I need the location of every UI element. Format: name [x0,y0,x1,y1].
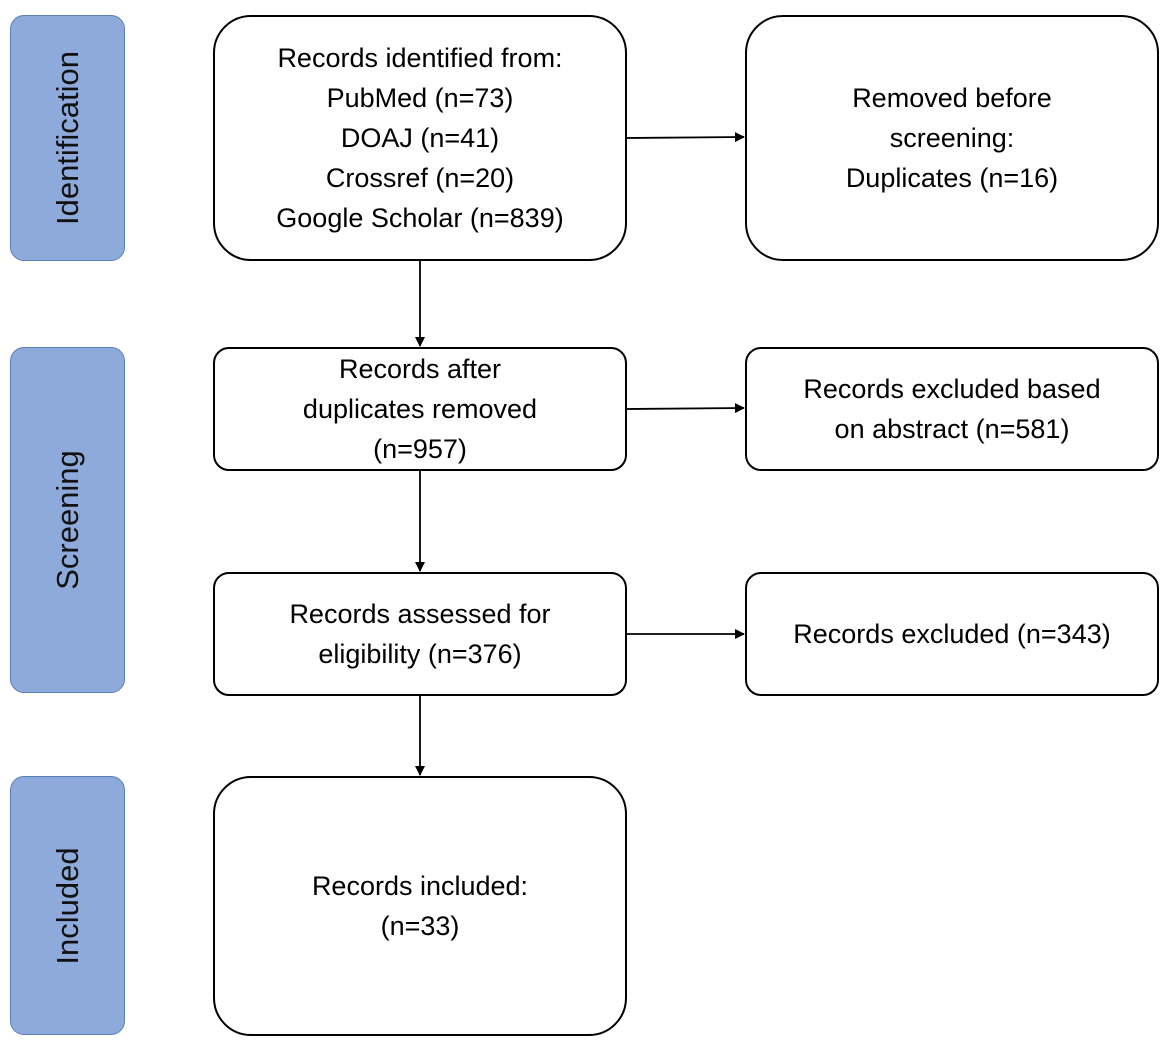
records-included-count: (n=33) [380,911,460,941]
records-included-box: Records included: (n=33) [213,776,627,1036]
source-pubmed: PubMed (n=73) [326,83,514,113]
assessed-eligibility-box: Records assessed for eligibility (n=376) [213,572,627,696]
excluded-abstract-box: Records excluded based on abstract (n=58… [745,347,1159,471]
records-identified-heading: Records identified from: [277,43,563,73]
arrow-identified-to-removed [626,132,745,143]
removed-line-1: Removed before [852,83,1052,113]
source-doaj: DOAJ (n=41) [340,123,500,153]
records-excluded-box: Records excluded (n=343) [745,572,1159,696]
records-excluded-line: Records excluded (n=343) [793,619,1111,649]
source-google-scholar: Google Scholar (n=839) [276,203,564,233]
source-crossref: Crossref (n=20) [325,163,515,193]
excluded-abstract-line-1: Records excluded based [803,374,1101,404]
removed-line-2: screening: [889,123,1015,153]
after-duplicates-line-1: Records after [338,354,502,384]
after-duplicates-box: Records after duplicates removed (n=957) [213,347,627,471]
arrow-after-duplicates-to-excluded-abstract [626,403,745,414]
removed-before-screening-box: Removed before screening: Duplicates (n=… [745,15,1159,261]
phase-identification: Identification [10,15,125,261]
after-duplicates-line-2: duplicates removed [302,394,538,424]
assessed-line-1: Records assessed for [289,599,551,629]
removed-duplicates: Duplicates (n=16) [845,163,1059,193]
phase-screening: Screening [10,347,125,693]
after-duplicates-count: (n=957) [373,434,467,464]
records-identified-box: Records identified from: PubMed (n=73) D… [213,15,627,261]
assessed-line-2: eligibility (n=376) [318,639,522,669]
phase-included: Included [10,776,125,1035]
excluded-abstract-line-2: on abstract (n=581) [834,414,1070,444]
records-included-line-1: Records included: [311,871,529,901]
